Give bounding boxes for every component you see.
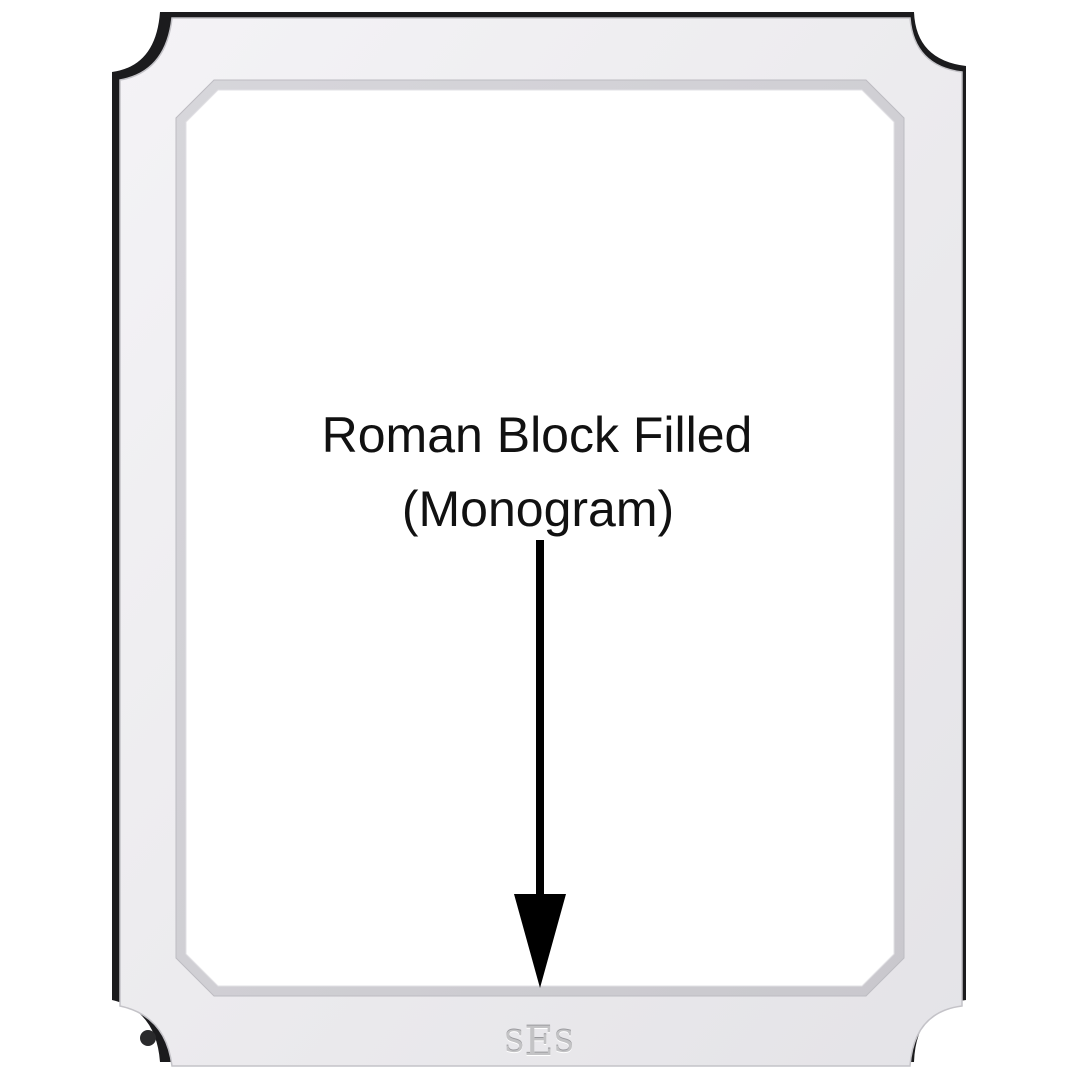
photo-opening [185, 89, 895, 987]
arrow-down-icon [514, 540, 566, 988]
engraved-monogram: S E S [499, 1014, 579, 1062]
monogram-middle-initial: E [524, 1019, 554, 1065]
frame-hinge [140, 1030, 156, 1046]
caption-subtitle: (Monogram) [401, 481, 675, 537]
monogram-first-initial: S [503, 1025, 525, 1060]
monogram-last-initial: S [553, 1025, 575, 1060]
caption-title: Roman Block Filled [321, 407, 753, 463]
